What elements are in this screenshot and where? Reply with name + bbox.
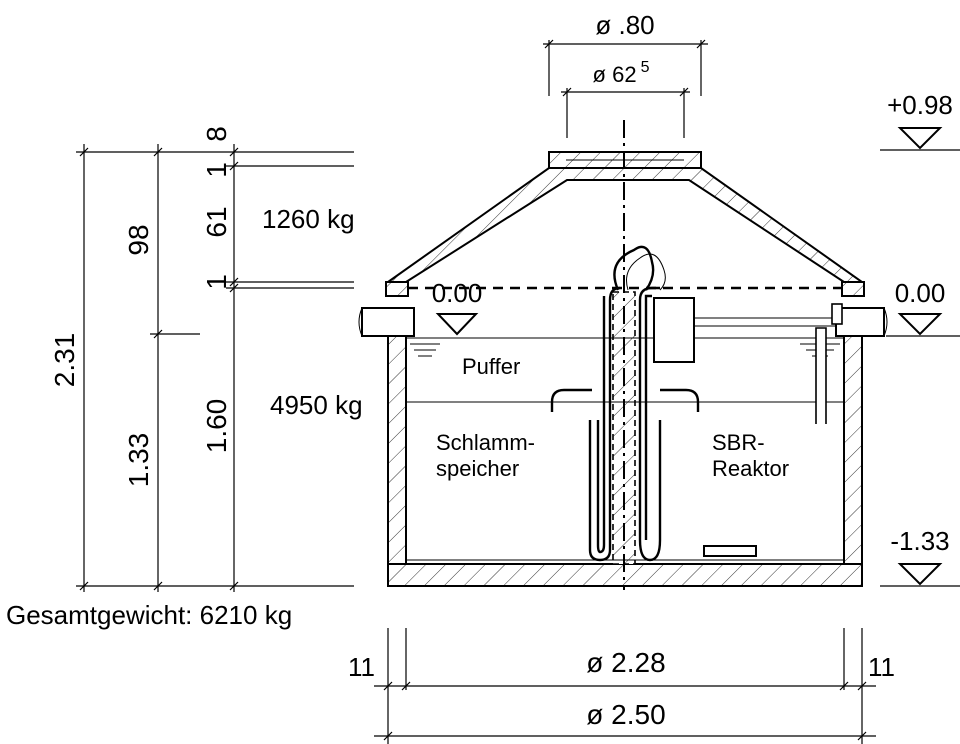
outlet-pipe bbox=[835, 307, 885, 337]
tank-left-wall bbox=[387, 335, 407, 565]
dim-cover: 8 bbox=[201, 126, 232, 142]
air-hoses-2 bbox=[626, 253, 666, 291]
outer-diameter: ø 2.50 bbox=[586, 699, 665, 730]
outer-top-diameter: ø .80 bbox=[595, 10, 654, 40]
weight-total: Gesamtgewicht: 6210 kg bbox=[6, 600, 292, 630]
water-ticks-left bbox=[410, 343, 440, 357]
level-markers bbox=[435, 127, 960, 587]
floor-pump bbox=[703, 545, 757, 557]
weight-cone: 1260 kg bbox=[262, 204, 355, 234]
dim-upper-height: 98 bbox=[123, 224, 154, 255]
dim-gap-bottom: 1 bbox=[201, 274, 232, 290]
top-diameter-dims bbox=[543, 39, 708, 138]
dim-gap-top: 1 bbox=[201, 162, 232, 178]
chamber-sbr-line1: SBR- bbox=[712, 430, 765, 455]
dim-wall-right: 11 bbox=[868, 652, 895, 682]
chamber-buffer: Puffer bbox=[462, 354, 520, 379]
cone-base-right bbox=[841, 281, 865, 297]
sludge-return-pipe bbox=[550, 388, 592, 412]
left-vertical-dims bbox=[76, 144, 354, 592]
outlet-pipe-end bbox=[883, 307, 888, 337]
inlet-pipe bbox=[361, 307, 415, 337]
weight-tank: 4950 kg bbox=[270, 390, 363, 420]
level-ground-right: 0.00 bbox=[895, 278, 946, 308]
chamber-sludge-line1: Schlamm- bbox=[436, 430, 535, 455]
level-bottom: -1.33 bbox=[890, 526, 949, 556]
cone-base-left bbox=[385, 281, 409, 297]
chamber-sludge-line2: speicher bbox=[436, 456, 519, 481]
chamber-sbr-line2: Reaktor bbox=[712, 456, 789, 481]
level-top: +0.98 bbox=[887, 90, 953, 120]
dim-cone: 61 bbox=[201, 206, 232, 237]
inlet-pipe-end bbox=[358, 307, 363, 337]
dim-wall-left: 11 bbox=[348, 652, 375, 682]
inner-diameter: ø 2.28 bbox=[586, 647, 665, 678]
dim-tank: 1.60 bbox=[201, 399, 232, 454]
tank-structure bbox=[358, 120, 888, 590]
tank-floor bbox=[387, 563, 863, 587]
airlift-pipes bbox=[588, 286, 662, 562]
air-hoses bbox=[613, 245, 655, 291]
overflow-pipe bbox=[815, 327, 827, 424]
tank-right-wall bbox=[843, 335, 863, 565]
dim-total-height: 2.31 bbox=[49, 333, 80, 388]
control-unit-box bbox=[653, 297, 695, 363]
level-ground-left: 0.00 bbox=[432, 278, 483, 308]
sbr-return-pipe bbox=[660, 388, 700, 412]
overflow-cap bbox=[831, 303, 843, 325]
bottom-horizontal-dims bbox=[374, 628, 876, 744]
dim-lower-height: 1.33 bbox=[123, 433, 154, 488]
